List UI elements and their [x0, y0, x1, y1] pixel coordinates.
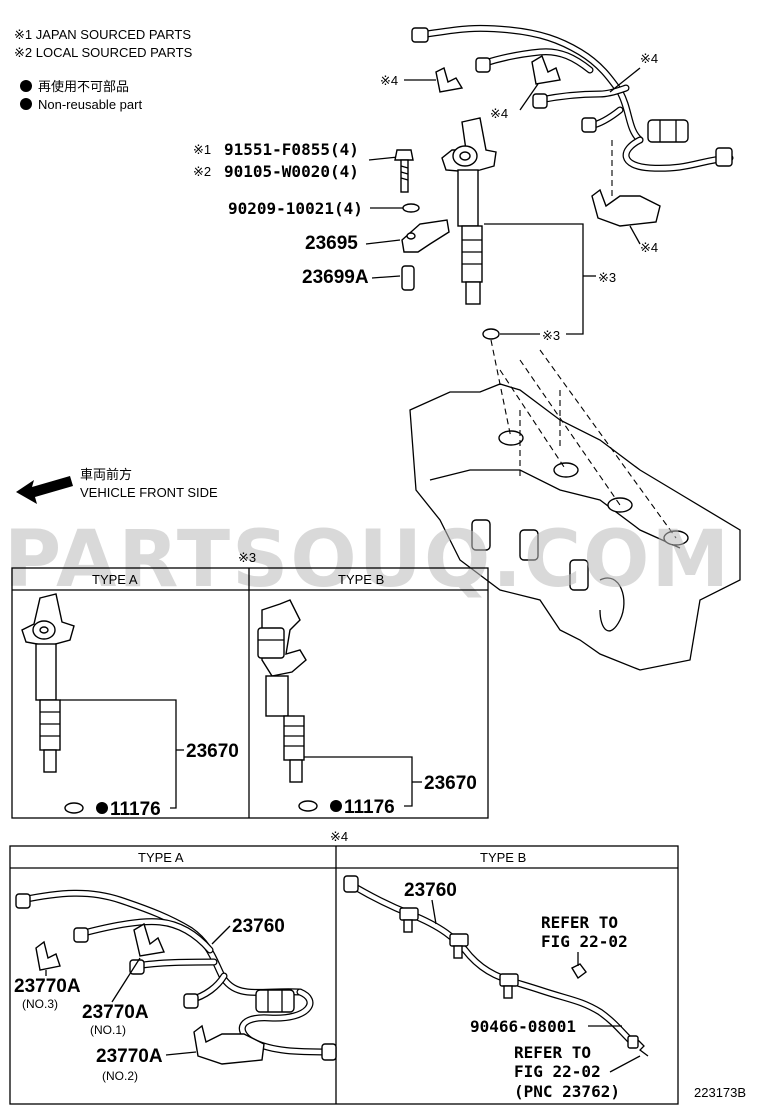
injector-icon: [441, 117, 497, 305]
watermark: PARTSOUQ.COM: [4, 515, 731, 605]
collar-icon: [401, 265, 415, 291]
hose-bracket-no2-icon: [193, 1024, 265, 1065]
box3-type-a-header: TYPE A: [92, 572, 138, 587]
box3-gasket-b-number: 11176: [344, 797, 395, 818]
hose-bracket-icon: [435, 66, 464, 93]
box4-bracket-no1-number: 23770A: [82, 1002, 149, 1023]
box4-refer1-line2: FIG 22-02: [541, 932, 628, 951]
box4-hose-a-number: 23760: [232, 916, 285, 937]
injector-type-b-icon: [257, 599, 307, 783]
hose-bracket-no1-icon: [133, 922, 165, 957]
mark-local-label: ※2: [193, 164, 211, 179]
washer-icon: [402, 203, 420, 213]
vehicle-front-arrow-icon: [16, 476, 73, 504]
mark4-label: ※4: [490, 106, 508, 121]
injector-hose-type-a-icon: [15, 889, 337, 1061]
box4-bracket-no1-note: (NO.1): [90, 1023, 126, 1037]
box4-bracket-no3-number: 23770A: [14, 976, 81, 997]
gasket-a-icon: [64, 802, 84, 814]
box4-frame: [9, 845, 679, 1105]
mark3-gasket-label: ※3: [542, 328, 560, 343]
box4-ref-label: ※4: [330, 829, 348, 844]
injector-clamp-icon: [401, 219, 450, 253]
gasket-icon: [482, 328, 500, 340]
legend-note-local: ※2 LOCAL SOURCED PARTS: [14, 45, 193, 60]
box4-bracket-no2-note: (NO.2): [102, 1069, 138, 1083]
box4-hose-b-number: 23760: [404, 880, 457, 901]
mark4-label: ※4: [640, 51, 658, 66]
injector-type-a-icon: [21, 593, 75, 773]
box4-bracket-no2-number: 23770A: [96, 1046, 163, 1067]
box4-type-b-header: TYPE B: [480, 850, 526, 865]
box4-part-b-number: 90466-08001: [470, 1017, 576, 1036]
legend-nonreusable-jp: 再使用不可部品: [38, 79, 129, 94]
bolt-local-part-number: 90105-W0020(4): [224, 162, 359, 181]
clip-icon: [571, 963, 587, 980]
nonreusable-dot-icon: [330, 800, 342, 812]
nonreusable-dot-icon: [96, 802, 108, 814]
collar-part-number: 23699A: [302, 267, 369, 288]
bolt-icon: [394, 149, 414, 193]
nonreusable-dot-icon: [20, 80, 32, 92]
clamp-part-number: 23695: [305, 233, 358, 254]
box4-refer2-line1: REFER TO: [514, 1043, 591, 1062]
hose-bracket-icon: [531, 54, 561, 85]
box3-frame: [11, 567, 489, 819]
mark4-label: ※4: [640, 240, 658, 255]
injector-hose-type-b-icon: [343, 875, 649, 1057]
injector-hose-icon: [411, 24, 734, 172]
box4-refer2-line2: FIG 22-02: [514, 1062, 601, 1081]
gasket-b-icon: [298, 800, 318, 812]
vehicle-front-jp: 車両前方: [80, 467, 132, 482]
hose-bracket-icon: [591, 188, 661, 227]
box4-bracket-no3-note: (NO.3): [22, 997, 58, 1011]
box3-injector-a-number: 23670: [186, 741, 239, 762]
figure-id: 223173B: [694, 1085, 746, 1100]
box3-injector-b-number: 23670: [424, 773, 477, 794]
legend-nonreusable-en: Non-reusable part: [38, 97, 142, 112]
vehicle-front-en: VEHICLE FRONT SIDE: [80, 485, 218, 500]
nonreusable-dot-icon: [20, 98, 32, 110]
mark3-injector-label: ※3: [598, 270, 616, 285]
box4-refer2-pnc: (PNC 23762): [514, 1082, 620, 1101]
washer-part-number: 90209-10021(4): [228, 199, 363, 218]
box4-type-a-header: TYPE A: [138, 850, 184, 865]
box3-type-b-header: TYPE B: [338, 572, 384, 587]
mark4-label: ※4: [380, 73, 398, 88]
mark-japan-label: ※1: [193, 142, 211, 157]
hose-bracket-no3-icon: [35, 940, 61, 971]
box3-gasket-a-number: 11176: [110, 799, 161, 820]
box3-ref-label: ※3: [238, 550, 256, 565]
legend-note-japan: ※1 JAPAN SOURCED PARTS: [14, 27, 191, 42]
box4-refer1-line1: REFER TO: [541, 913, 618, 932]
bolt-jp-part-number: 91551-F0855(4): [224, 140, 359, 159]
